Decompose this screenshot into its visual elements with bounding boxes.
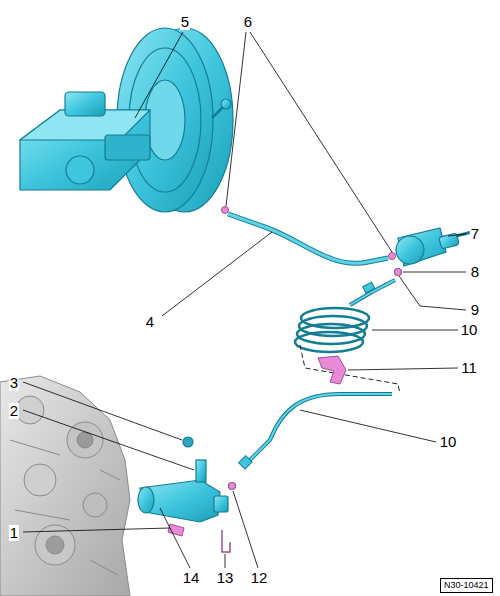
guide-pin bbox=[168, 524, 184, 536]
callout-number: 1 bbox=[9, 525, 19, 541]
callout-number: 6 bbox=[243, 14, 253, 30]
callout-number: 3 bbox=[9, 375, 19, 391]
retaining-clip bbox=[222, 530, 230, 552]
callout-number: 12 bbox=[250, 570, 269, 586]
callout-number: 2 bbox=[9, 403, 19, 419]
callout-number: 11 bbox=[460, 360, 478, 376]
callout-number: 14 bbox=[182, 570, 201, 586]
callout-number: 7 bbox=[470, 226, 480, 242]
gearbox-housing bbox=[0, 376, 130, 596]
brake-booster bbox=[20, 28, 233, 212]
reference-number: N30-10421 bbox=[444, 580, 489, 590]
callout-number: 10 bbox=[460, 322, 479, 338]
reference-box: N30-10421 bbox=[440, 578, 493, 593]
callout-number: 4 bbox=[145, 314, 155, 330]
callout-number: 9 bbox=[470, 302, 480, 318]
pressure-line bbox=[222, 207, 396, 264]
callout-number: 8 bbox=[470, 264, 480, 280]
callout-number: 13 bbox=[216, 570, 235, 586]
callout-number: 10 bbox=[439, 434, 458, 450]
slave-cylinder bbox=[138, 437, 236, 522]
holder-clip bbox=[318, 356, 346, 384]
callout-number: 5 bbox=[180, 14, 190, 30]
clutch-line bbox=[239, 280, 400, 469]
leader-lines bbox=[23, 32, 466, 568]
master-cylinder bbox=[395, 228, 473, 276]
